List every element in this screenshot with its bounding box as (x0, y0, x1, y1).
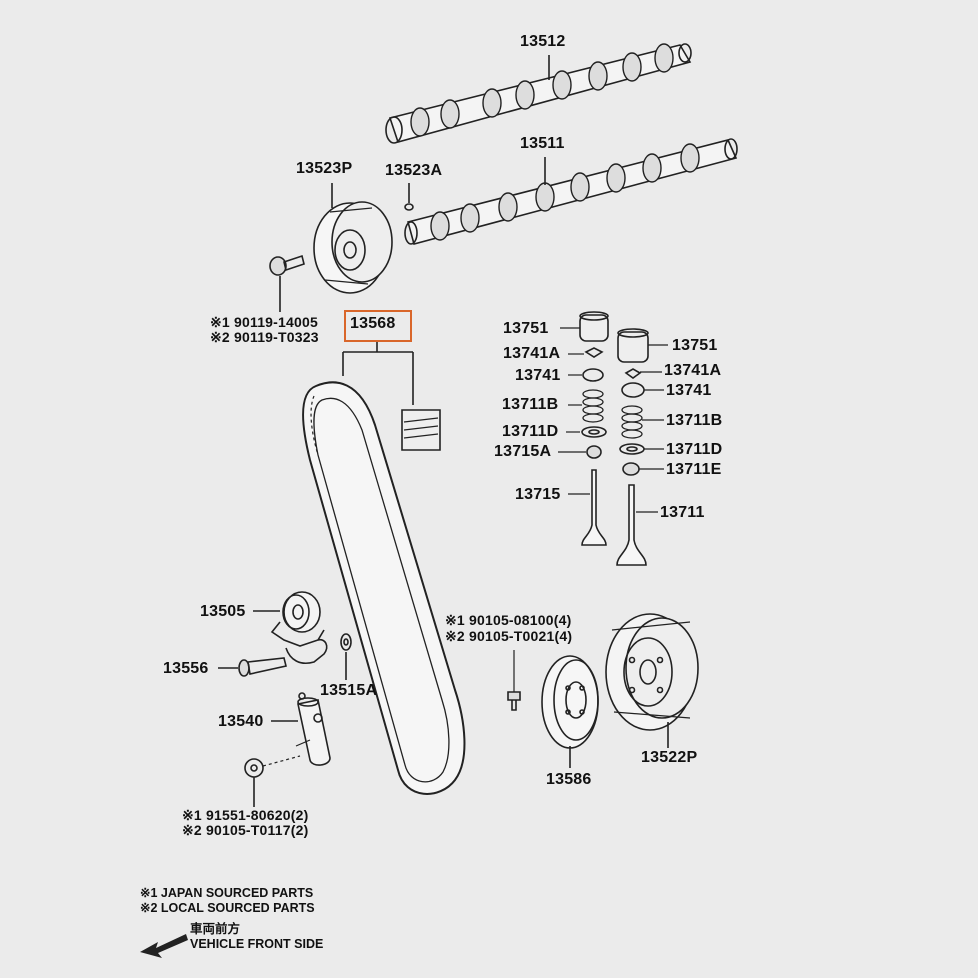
label-crank-bolt-line1[interactable]: ※1 90105-08100(4) (445, 612, 572, 628)
label-13711[interactable]: 13711 (660, 504, 705, 521)
label-13505[interactable]: 13505 (200, 603, 246, 620)
label-13741-right[interactable]: 13741 (666, 382, 712, 399)
label-13511[interactable]: 13511 (520, 135, 565, 152)
label-13741A-right[interactable]: 13741A (664, 362, 722, 379)
label-nut-line2[interactable]: ※2 90105-T0117(2) (182, 822, 309, 838)
pulley-bolt-drawing (269, 254, 305, 276)
label-13523P[interactable]: 13523P (296, 160, 353, 177)
front-arrow-icon (140, 934, 188, 958)
label-bolt-line2[interactable]: ※2 90119-T0323 (210, 329, 319, 345)
label-13741-left[interactable]: 13741 (515, 367, 561, 384)
cam-key-drawing (404, 203, 414, 211)
label-13711B-right[interactable]: 13711B (666, 412, 723, 429)
left-valve-stack-drawing (579, 311, 609, 546)
label-13715A[interactable]: 13715A (494, 443, 552, 460)
label-bolt-line1[interactable]: ※1 90119-14005 (210, 314, 318, 330)
tensioner-nut-drawing (244, 755, 301, 778)
label-13715[interactable]: 13715 (515, 486, 561, 503)
label-13711E[interactable]: 13711E (666, 461, 722, 478)
direction-label-jp: 車両前方 (190, 922, 241, 936)
label-13568[interactable]: 13568 (350, 315, 396, 332)
label-13515A[interactable]: 13515A (320, 682, 378, 699)
crank-pulley-drawing (605, 613, 699, 731)
idler-pulley-drawing (270, 591, 328, 664)
highlight-box (344, 310, 412, 342)
legend-note-1: ※1 JAPAN SOURCED PARTS (140, 886, 314, 900)
label-13556[interactable]: 13556 (163, 660, 209, 677)
label-13751-right[interactable]: 13751 (672, 337, 718, 354)
direction-label-en: VEHICLE FRONT SIDE (190, 937, 324, 951)
label-13512[interactable]: 13512 (520, 33, 566, 50)
label-13741A-left[interactable]: 13741A (503, 345, 561, 362)
camshaft-exhaust-drawing (385, 43, 692, 144)
label-13751-left[interactable]: 13751 (503, 320, 549, 337)
right-valve-stack-drawing (616, 328, 649, 566)
label-crank-bolt-line2[interactable]: ※2 90105-T0021(4) (445, 628, 573, 644)
label-13540[interactable]: 13540 (218, 713, 264, 730)
label-13711D-left[interactable]: 13711D (502, 423, 559, 440)
label-13523A[interactable]: 13523A (385, 162, 443, 179)
washer-drawing (340, 633, 352, 651)
label-nut-line1[interactable]: ※1 91551-80620(2) (182, 807, 309, 823)
timing-belt-drawing (302, 381, 466, 795)
leader-13568 (342, 340, 414, 405)
tensioner-drawing (295, 692, 331, 766)
crank-plate-drawing (541, 655, 599, 749)
belt-section-drawing (401, 409, 441, 451)
label-13711B-left[interactable]: 13711B (502, 396, 559, 413)
camshaft-intake-drawing (404, 138, 738, 245)
left-leaders (558, 327, 590, 495)
label-13586[interactable]: 13586 (546, 771, 592, 788)
idler-bolt-drawing (238, 657, 287, 677)
label-13711D-right[interactable]: 13711D (666, 441, 723, 458)
cam-pulley-drawing (313, 201, 393, 294)
right-leaders (636, 344, 668, 513)
legend-note-2: ※2 LOCAL SOURCED PARTS (140, 901, 315, 915)
label-13522P[interactable]: 13522P (641, 749, 698, 766)
crank-bolt-drawing (507, 650, 521, 711)
